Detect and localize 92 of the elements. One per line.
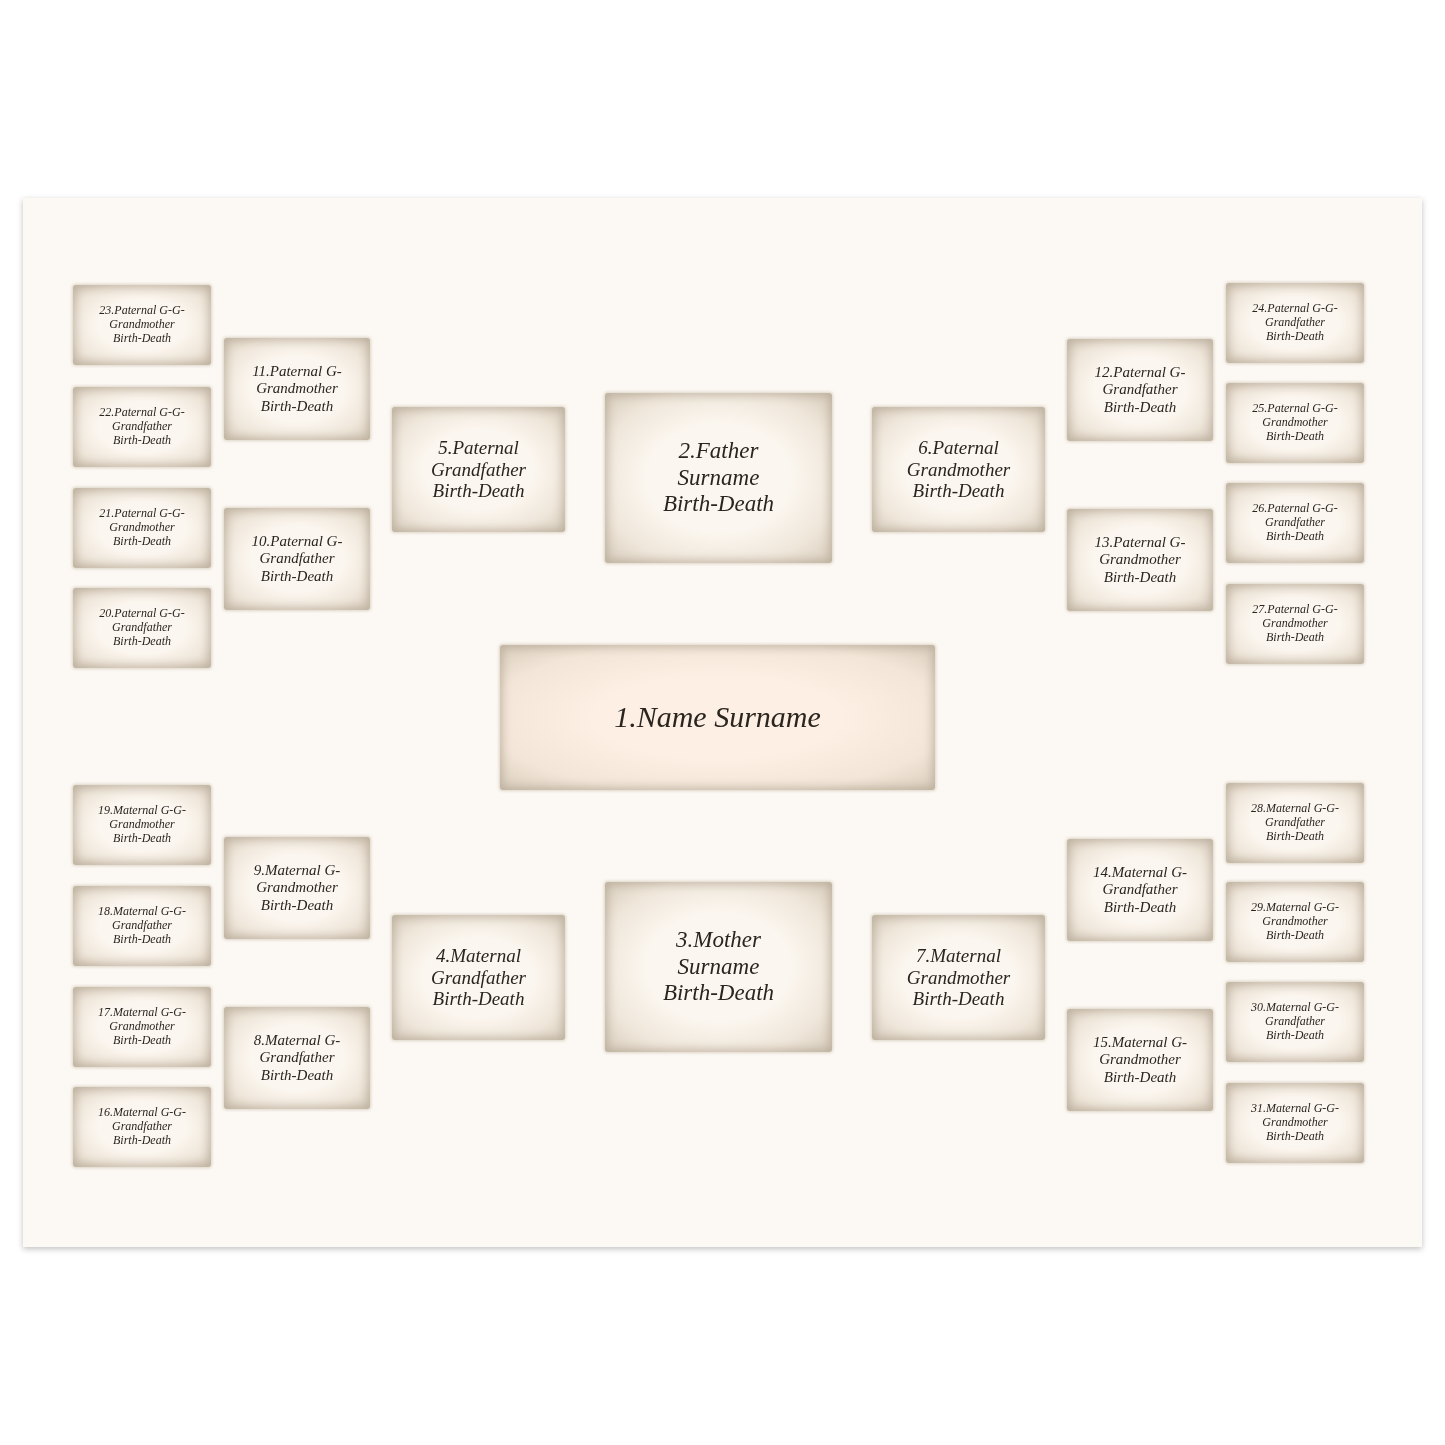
parchment-card (1067, 339, 1213, 441)
person-name: 30.Maternal G-G-Grandfather (1250, 1001, 1340, 1029)
life-dates: Birth-Death (1266, 630, 1324, 645)
parchment-card (500, 645, 935, 790)
person-name: 22.Paternal G-G-Grandfather (98, 406, 186, 434)
life-dates: Birth-Death (1103, 1068, 1177, 1086)
person-name: 16.Maternal G-G-Grandfather (97, 1106, 187, 1134)
life-dates: Birth-Death (1266, 429, 1324, 444)
person-name: 5.Paternal Grandfather (430, 436, 527, 481)
life-dates: Birth-Death (662, 491, 775, 518)
life-dates: Birth-Death (113, 932, 171, 947)
person-name: 1.Name Surname (614, 700, 821, 735)
life-dates: Birth-Death (1266, 928, 1324, 943)
parchment-card (392, 915, 565, 1040)
parchment-card (1226, 783, 1364, 863)
person-name: 20.Paternal G-G-Grandfather (98, 607, 186, 635)
parchment-card (1226, 483, 1364, 563)
person-name: 19.Maternal G-G-Grandmother (97, 804, 187, 832)
person-name: 15.Maternal G-Grandmother (1091, 1034, 1189, 1069)
life-dates: Birth-Death (1266, 1028, 1324, 1043)
life-dates: Birth-Death (1266, 329, 1324, 344)
person-name: 10.Paternal G-Grandfather (250, 533, 344, 568)
parchment-card (1226, 584, 1364, 664)
parchment-card (1226, 882, 1364, 962)
life-dates: Birth-Death (260, 1066, 334, 1084)
parchment-card (73, 285, 211, 365)
life-dates: Birth-Death (1266, 1129, 1324, 1144)
person-name: 31.Maternal G-G-Grandmother (1250, 1102, 1340, 1130)
life-dates: Birth-Death (113, 634, 171, 649)
life-dates: Birth-Death (260, 896, 334, 914)
life-dates: Birth-Death (432, 480, 525, 503)
life-dates: Birth-Death (260, 567, 334, 585)
person-name: 6.Paternal Grandmother (905, 436, 1012, 481)
person-name: 28.Maternal G-G-Grandfather (1250, 802, 1340, 830)
person-name: 8.Maternal G-Grandfather (252, 1032, 342, 1067)
person-name: 18.Maternal G-G-Grandfather (97, 905, 187, 933)
life-dates: Birth-Death (1103, 568, 1177, 586)
parchment-card (1067, 839, 1213, 941)
person-name: 23.Paternal G-G-Grandmother (98, 304, 186, 332)
person-name: 21.Paternal G-G-Grandmother (98, 507, 186, 535)
person-name: 4.Maternal Grandfather (430, 944, 527, 989)
parchment-card (1226, 982, 1364, 1062)
parchment-card (224, 837, 370, 939)
life-dates: Birth-Death (113, 331, 171, 346)
life-dates: Birth-Death (912, 988, 1005, 1011)
parchment-card (73, 785, 211, 865)
life-dates: Birth-Death (113, 433, 171, 448)
parchment-card (1067, 509, 1213, 611)
person-name: 24.Paternal G-G-Grandfather (1251, 302, 1339, 330)
person-name: 13.Paternal G-Grandmother (1093, 534, 1187, 569)
parchment-card (73, 987, 211, 1067)
parchment-card (1226, 383, 1364, 463)
parchment-card (392, 407, 565, 532)
parchment-card (73, 886, 211, 966)
parchment-card (224, 508, 370, 610)
parchment-card (872, 407, 1045, 532)
parchment-card (73, 588, 211, 668)
life-dates: Birth-Death (1103, 898, 1177, 916)
parchment-card (73, 1087, 211, 1167)
person-name: 2.Father Surname (676, 438, 761, 492)
life-dates: Birth-Death (113, 831, 171, 846)
parchment-card (224, 1007, 370, 1109)
person-name: 25.Paternal G-G-Grandmother (1251, 402, 1339, 430)
parchment-card (1067, 1009, 1213, 1111)
life-dates: Birth-Death (260, 397, 334, 415)
life-dates: Birth-Death (113, 1133, 171, 1148)
person-name: 9.Maternal G-Grandmother (252, 862, 342, 897)
life-dates: Birth-Death (662, 980, 775, 1007)
person-name: 11.Paternal G-Grandmother (251, 363, 343, 398)
life-dates: Birth-Death (113, 534, 171, 549)
person-name: 3.Mother Surname (675, 927, 762, 981)
person-name: 14.Maternal G-Grandfather (1091, 864, 1189, 899)
parchment-card (224, 338, 370, 440)
life-dates: Birth-Death (113, 1033, 171, 1048)
life-dates: Birth-Death (912, 480, 1005, 503)
parchment-card (73, 488, 211, 568)
person-name: 7.Maternal Grandmother (905, 944, 1012, 989)
parchment-card (1226, 1083, 1364, 1163)
parchment-card (605, 882, 832, 1052)
life-dates: Birth-Death (1266, 529, 1324, 544)
parchment-card (1226, 283, 1364, 363)
person-name: 26.Paternal G-G-Grandfather (1251, 502, 1339, 530)
life-dates: Birth-Death (432, 988, 525, 1011)
parchment-card (605, 393, 832, 563)
person-name: 17.Maternal G-G-Grandmother (97, 1006, 187, 1034)
person-name: 29.Maternal G-G-Grandmother (1250, 901, 1340, 929)
life-dates: Birth-Death (1103, 398, 1177, 416)
parchment-card (73, 387, 211, 467)
person-name: 12.Paternal G-Grandfather (1093, 364, 1187, 399)
life-dates: Birth-Death (1266, 829, 1324, 844)
parchment-card (872, 915, 1045, 1040)
person-name: 27.Paternal G-G-Grandmother (1251, 603, 1339, 631)
